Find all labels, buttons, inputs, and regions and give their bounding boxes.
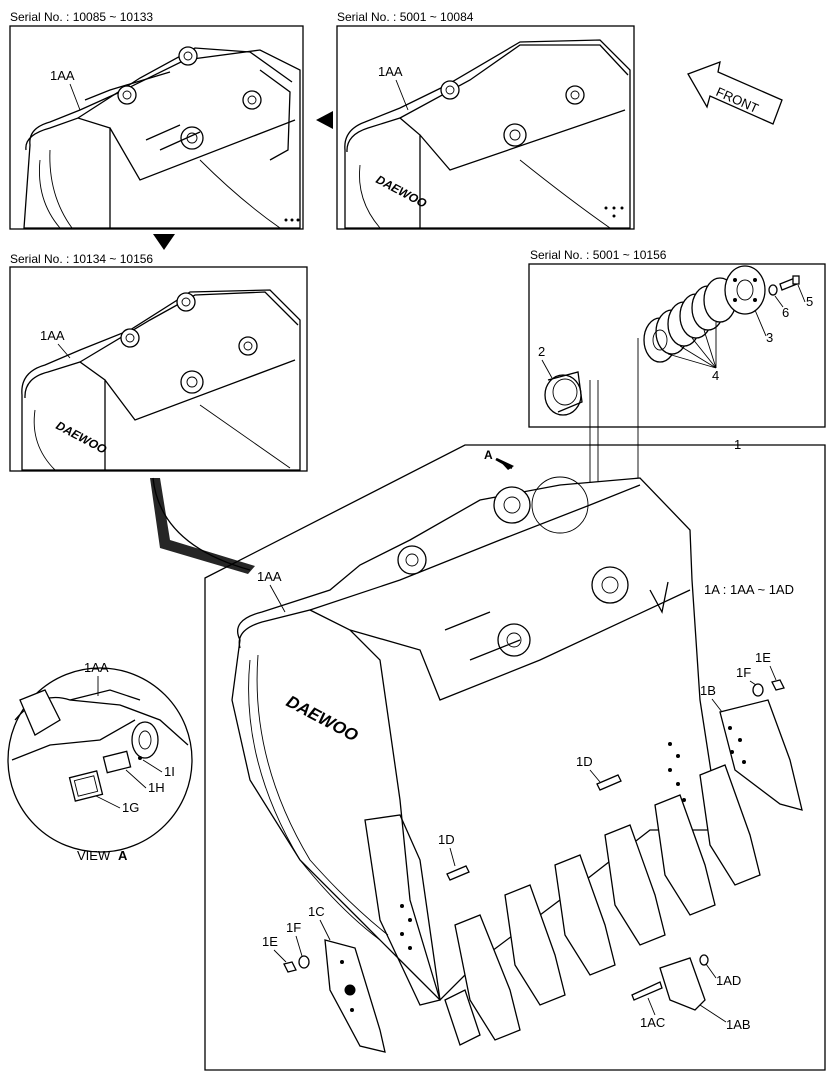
panel-serial-10134-10156: Serial No. : 10134 ~ 10156 DAEWOO 1AA bbox=[9, 252, 308, 472]
label-1h: 1H bbox=[148, 780, 165, 795]
label-1ac: 1AC bbox=[640, 1015, 665, 1030]
label-1d-low: 1D bbox=[438, 832, 455, 847]
label-1b: 1B bbox=[700, 683, 716, 698]
label-1i: 1I bbox=[164, 764, 175, 779]
label-range: 1A : 1AA ~ 1AD bbox=[704, 582, 794, 597]
label-1c: 1C bbox=[308, 904, 325, 919]
label-1d-mid: 1D bbox=[576, 754, 593, 769]
label-part-4: 4 bbox=[712, 368, 719, 383]
bucket-teeth bbox=[444, 764, 761, 1046]
front-arrow: FRONT bbox=[687, 60, 783, 125]
label-1aa-panel1: 1AA bbox=[50, 68, 75, 83]
panel-frame-2 bbox=[336, 25, 635, 230]
label-1f-bot: 1F bbox=[286, 920, 301, 935]
label-1e-top: 1E bbox=[755, 650, 771, 665]
bucket-sketch-1 bbox=[23, 46, 301, 229]
label-part-1: 1 bbox=[734, 437, 741, 452]
side-cutter-1c bbox=[324, 939, 386, 1053]
view-a-caption-letter: A bbox=[118, 848, 128, 863]
label-1e-bot: 1E bbox=[262, 934, 278, 949]
main-bucket-frame: 1 bbox=[204, 437, 826, 1071]
label-part-6: 6 bbox=[782, 305, 789, 320]
serial-label-2: Serial No. : 5001 ~ 10084 bbox=[337, 10, 474, 24]
side-cutter-1b bbox=[719, 699, 803, 811]
label-part-2: 2 bbox=[538, 344, 545, 359]
label-1aa-panel3: 1AA bbox=[40, 328, 65, 343]
label-1g: 1G bbox=[122, 800, 139, 815]
arrow-down-triangle bbox=[153, 234, 175, 250]
detail-circle-a bbox=[531, 476, 589, 534]
panel-serial-10085-10133: Serial No. : 10085 ~ 10133 1AA bbox=[9, 10, 304, 230]
panel-serial-5001-10156: Serial No. : 5001 ~ 10156 2 bbox=[528, 248, 826, 428]
serial-label-1: Serial No. : 10085 ~ 10133 bbox=[10, 10, 153, 24]
label-part-5: 5 bbox=[806, 294, 813, 309]
label-1ad: 1AD bbox=[716, 973, 741, 988]
main-bucket-drawing: DAEWOO bbox=[231, 476, 803, 1053]
label-part-3: 3 bbox=[766, 330, 773, 345]
arrow-left-triangle bbox=[316, 111, 333, 129]
label-view-a-marker: A bbox=[484, 448, 493, 462]
label-1f-top: 1F bbox=[736, 665, 751, 680]
label-1aa-main: 1AA bbox=[257, 569, 282, 584]
label-1aa-view-a: 1AA bbox=[84, 660, 109, 675]
view-a-caption-word: VIEW bbox=[77, 848, 111, 863]
panel-frame-3 bbox=[9, 266, 308, 472]
label-1aa-panel2: 1AA bbox=[378, 64, 403, 79]
serial-label-4: Serial No. : 5001 ~ 10156 bbox=[530, 248, 667, 262]
pin-assembly-sketch bbox=[544, 265, 800, 416]
panel-frame-4 bbox=[528, 263, 826, 428]
panel-serial-5001-10084: Serial No. : 5001 ~ 10084 DAEWOO 1AA bbox=[336, 10, 635, 230]
bucket-sketch-2: DAEWOO bbox=[344, 39, 631, 229]
view-a-detail bbox=[7, 667, 193, 853]
panel-frame-1 bbox=[9, 25, 304, 230]
bucket-sketch-3: DAEWOO bbox=[21, 289, 301, 471]
serial-label-3: Serial No. : 10134 ~ 10156 bbox=[10, 252, 153, 266]
label-1ab: 1AB bbox=[726, 1017, 751, 1032]
